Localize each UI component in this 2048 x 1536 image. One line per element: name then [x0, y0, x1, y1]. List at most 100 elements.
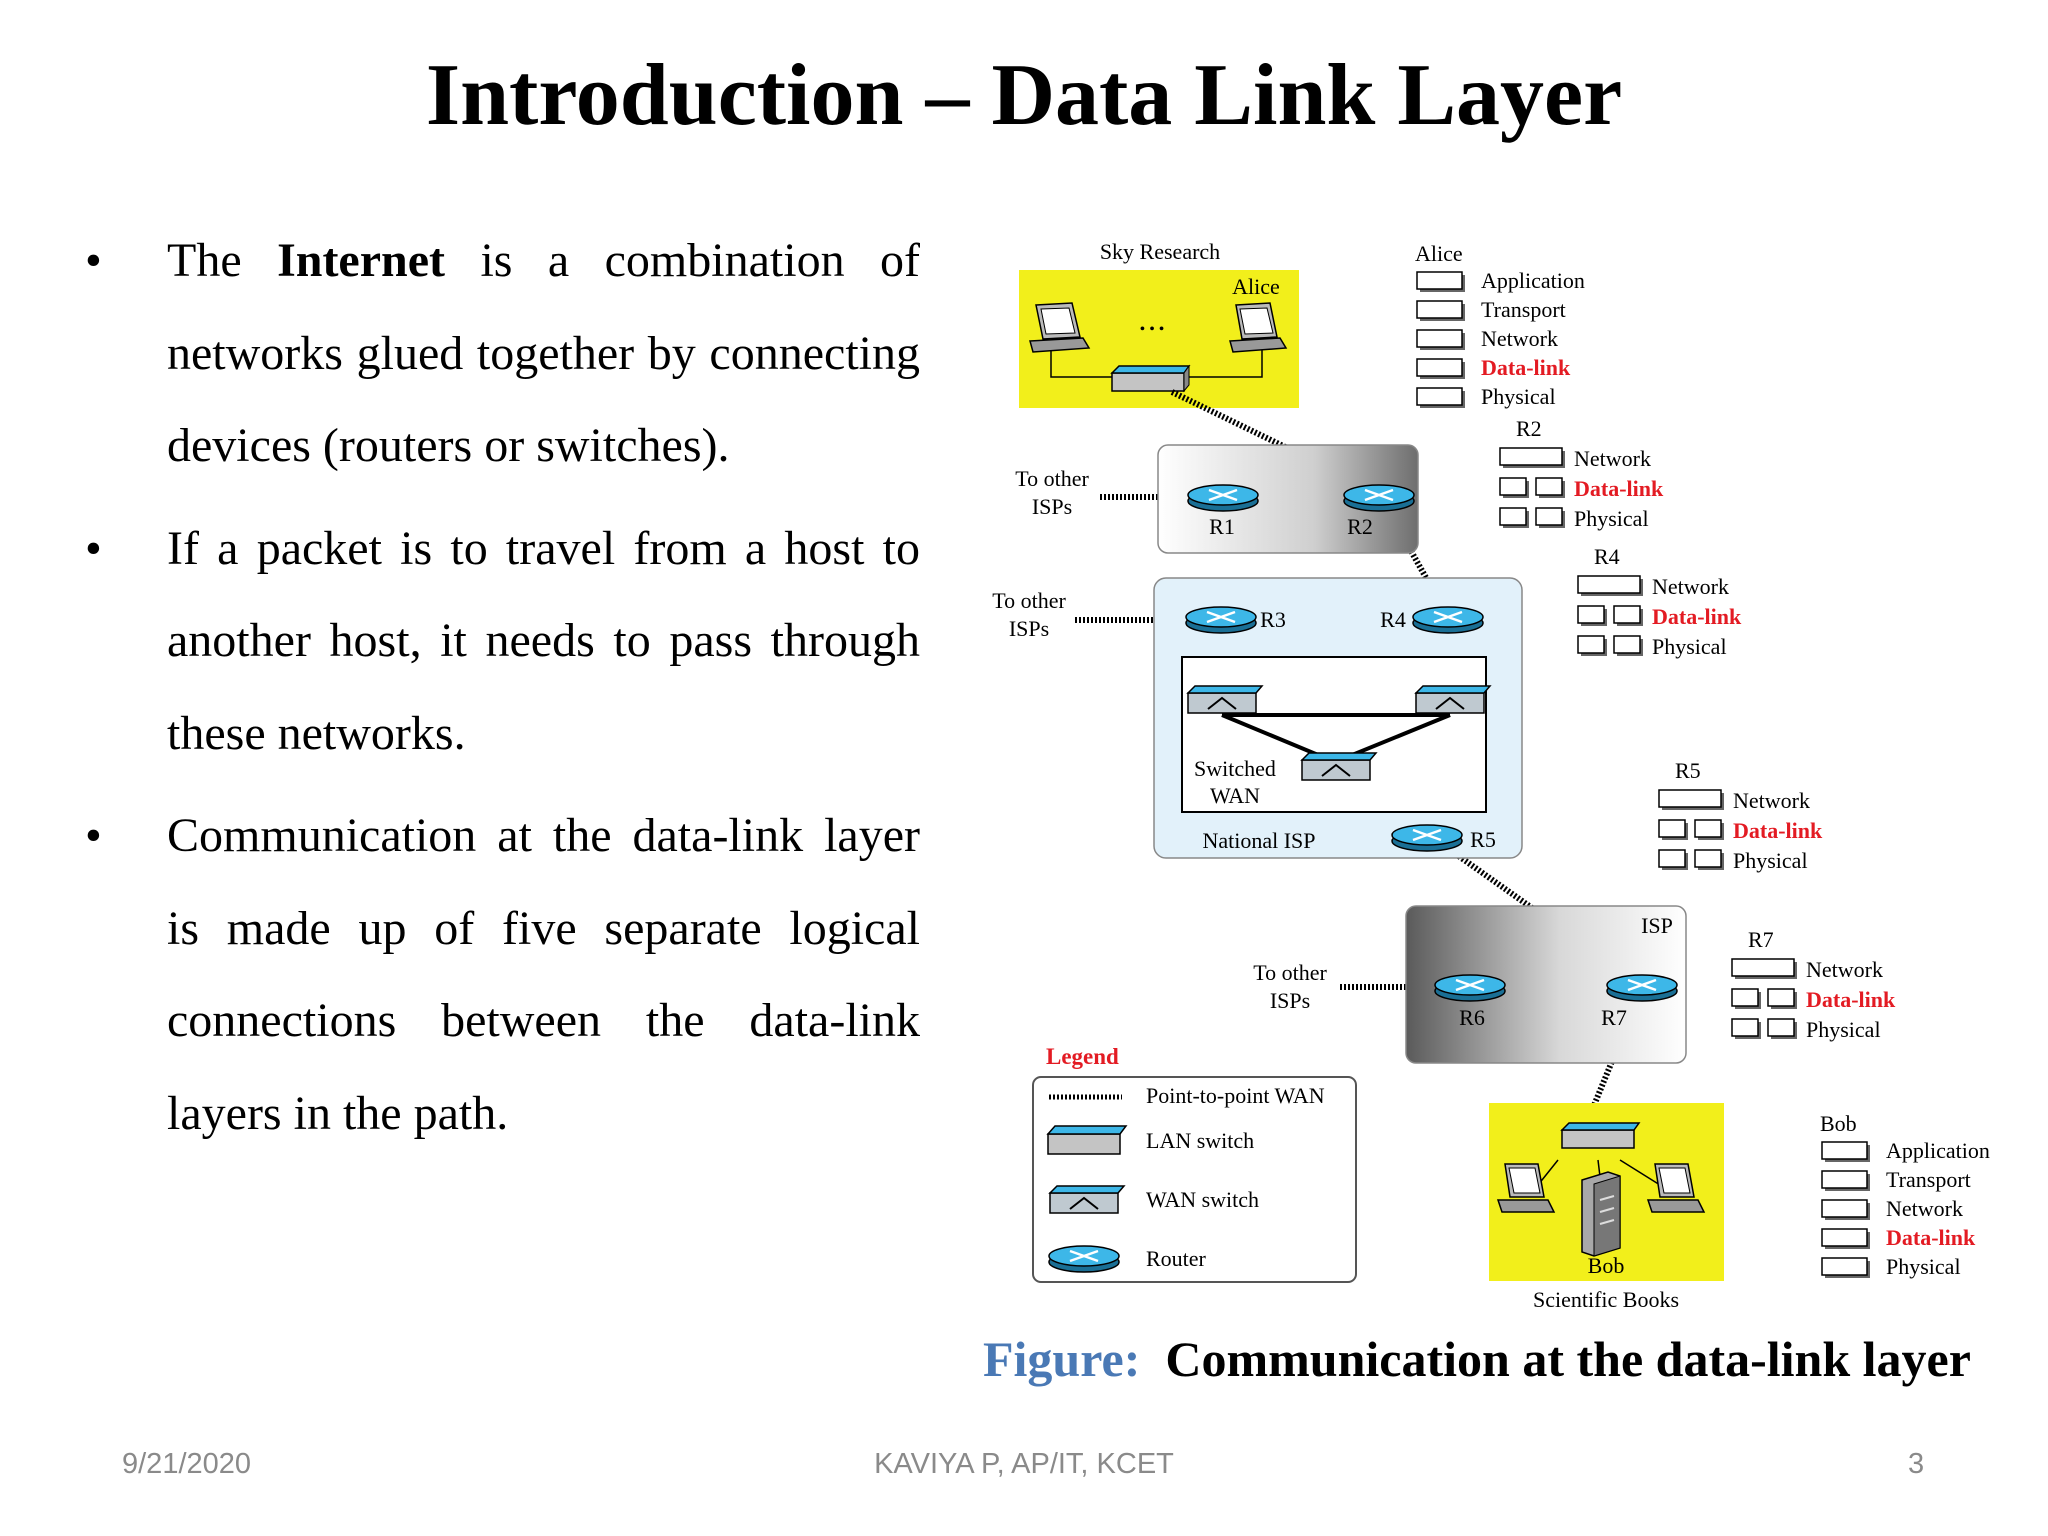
stack-layer-network: Network: [1806, 957, 1883, 982]
stack-layer-data-link: Data-link: [1574, 476, 1664, 501]
stack-title: R5: [1675, 758, 1701, 783]
bullet-list: • The Internet is a combination of networ…: [85, 215, 920, 1170]
stack-layer-physical: Physical: [1886, 1254, 1961, 1279]
legend-lan-label: LAN switch: [1146, 1128, 1254, 1153]
router-label: R3: [1260, 607, 1286, 632]
stack-layer-application: Application: [1886, 1138, 1990, 1163]
laptop-icon: [1229, 302, 1288, 353]
bullet-dot: •: [85, 521, 102, 575]
alice-protocol-stack: AliceApplicationTransportNetworkData-lin…: [1415, 241, 1585, 409]
footer-page-number: 3: [1908, 1448, 1925, 1480]
router-icon: [1412, 606, 1484, 634]
router-icon: [1434, 974, 1506, 1002]
bullet-text: The: [167, 234, 278, 287]
figure-caption-label: Figure:: [983, 1331, 1141, 1387]
laptop-icon: [1029, 302, 1091, 353]
stack-layer-network: Network: [1886, 1196, 1963, 1221]
server-icon: [1581, 1171, 1621, 1257]
bullet-dot: •: [85, 234, 102, 287]
laptop-icon: [1646, 1163, 1706, 1213]
bullet-text: If a packet is to travel from a host to …: [167, 521, 920, 760]
wan-switch-icon: [1414, 685, 1492, 714]
stack-layer-physical: Physical: [1481, 384, 1556, 409]
stack-layer-network: Network: [1652, 574, 1729, 599]
bullet-item: • If a packet is to travel from a host to…: [85, 503, 920, 781]
stack-layer-data-link: Data-link: [1806, 987, 1896, 1012]
stack-layer-transport: Transport: [1481, 297, 1566, 322]
bullet-text: is a combination of networks glued toget…: [167, 234, 920, 472]
to-other-isps-label: ISPs: [1032, 494, 1072, 519]
protocol-stacks: AliceApplicationTransportNetworkData-lin…: [1415, 241, 1990, 1279]
bob-protocol-stack: BobApplicationTransportNetworkData-linkP…: [1820, 1111, 1990, 1279]
stack-layer-data-link: Data-link: [1886, 1225, 1976, 1250]
slide-title: Introduction – Data Link Layer: [425, 47, 1623, 144]
more-hosts-dots: • • •: [1140, 321, 1165, 338]
router-icon: [1606, 974, 1678, 1002]
stack-title: Alice: [1415, 241, 1463, 266]
router-label: R5: [1470, 827, 1496, 852]
stack-layer-physical: Physical: [1806, 1017, 1881, 1042]
lan-switch-icon: [1560, 1122, 1641, 1149]
stack-layer-data-link: Data-link: [1652, 604, 1742, 629]
to-other-isps-label: ISPs: [1270, 988, 1310, 1013]
footer-author: KAVIYA P, AP/IT, KCET: [874, 1448, 1174, 1480]
router-icon: [1343, 484, 1415, 512]
to-other-isps-label: To other: [1015, 466, 1089, 491]
regional-isp-box: [1157, 444, 1419, 554]
router-label: R6: [1459, 1005, 1485, 1030]
sky-research-label: Sky Research: [1100, 239, 1220, 264]
stack-layer-network: Network: [1481, 326, 1558, 351]
legend-title: Legend: [1046, 1044, 1119, 1069]
router-label: R7: [1601, 1005, 1627, 1030]
router-icon: [1187, 484, 1259, 512]
laptop-icon: [1496, 1163, 1556, 1213]
stack-title: R4: [1594, 544, 1620, 569]
stack-layer-transport: Transport: [1886, 1167, 1971, 1192]
switched-wan-box: [1181, 656, 1487, 813]
scientific-books-label: Scientific Books: [1533, 1287, 1679, 1312]
legend-lan-switch-icon: [1046, 1125, 1128, 1155]
stack-layer-application: Application: [1481, 268, 1585, 293]
to-other-isps-label: To other: [992, 588, 1066, 613]
bullet-bold-text: Internet: [277, 234, 446, 287]
switched-wan-label: WAN: [1210, 783, 1260, 808]
footer-date: 9/21/2020: [122, 1448, 252, 1480]
isp-label: ISP: [1641, 913, 1673, 938]
network-diagram: Sky Research Alice • • • To other ISPs: [992, 239, 1990, 1312]
alice-label: Alice: [1232, 274, 1280, 299]
router-icon: [1185, 606, 1257, 634]
stack-layer-physical: Physical: [1652, 634, 1727, 659]
stack-layer-network: Network: [1733, 788, 1810, 813]
wan-switch-icon: [1300, 752, 1378, 781]
figure-caption-text: Communication at the data-link layer: [1165, 1331, 1971, 1387]
bob-label: Bob: [1588, 1253, 1625, 1278]
bullet-text: Communication at the data-link layer is …: [167, 809, 920, 1140]
to-other-isps-label: ISPs: [1009, 616, 1049, 641]
stack-layer-physical: Physical: [1574, 506, 1649, 531]
router-icon: [1391, 824, 1463, 852]
router-label: R1: [1209, 514, 1235, 539]
legend-p2p-label: Point-to-point WAN: [1146, 1083, 1325, 1108]
stack-layer-physical: Physical: [1733, 848, 1808, 873]
stack-layer-data-link: Data-link: [1481, 355, 1571, 380]
legend-wan-switch-icon: [1048, 1185, 1126, 1214]
legend-wan-label: WAN switch: [1146, 1187, 1259, 1212]
router-label: R4: [1380, 607, 1406, 632]
stack-layer-data-link: Data-link: [1733, 818, 1823, 843]
national-isp-label: National ISP: [1202, 828, 1315, 853]
bullet-dot: •: [85, 809, 102, 862]
lan-switch-icon: [1110, 364, 1191, 393]
stack-layer-network: Network: [1574, 446, 1651, 471]
bullet-item: • Communication at the data-link layer is…: [85, 790, 920, 1160]
to-other-isps-label: To other: [1253, 960, 1327, 985]
local-isp-box: [1405, 905, 1687, 1064]
legend-router-icon: [1048, 1245, 1120, 1273]
bullet-item: • The Internet is a combination of networ…: [85, 215, 920, 493]
stack-title: R7: [1748, 927, 1774, 952]
switched-wan-label: Switched: [1194, 756, 1276, 781]
stack-title: R2: [1516, 416, 1542, 441]
